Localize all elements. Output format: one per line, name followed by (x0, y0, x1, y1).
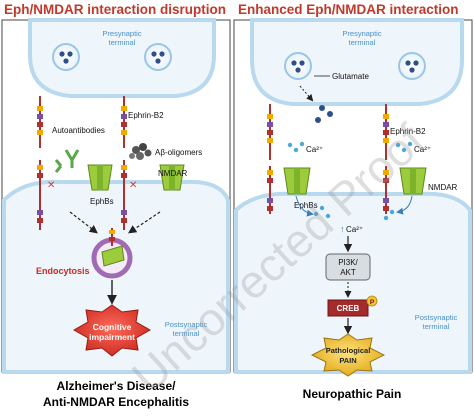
left-presynaptic-label-1: Presynaptic (102, 29, 141, 38)
right-ephb-receptor-1 (267, 166, 273, 214)
left-panel-title: Eph/NMDAR interaction disruption (4, 2, 226, 17)
disruption-x-icon-2: ✕ (129, 180, 137, 191)
right-panel: Enhanced Eph/NMDAR interaction Presynapt… (233, 2, 473, 401)
right-ephrin-b2-1 (267, 104, 273, 160)
pathological-pain-burst (310, 333, 386, 377)
ca-influx-label: Ca²⁺ (346, 225, 363, 234)
cognitive-impairment-line-1: Cognitive (93, 322, 132, 332)
pi3k-label-2: AKT (340, 268, 356, 277)
left-panel: Eph/NMDAR interaction disruption Presyna… (1, 2, 231, 409)
left-nmdar-channel-1 (87, 164, 113, 191)
right-postsynaptic-label-2: terminal (423, 322, 450, 331)
right-nmdar-channel-2 (399, 167, 427, 195)
left-postsynaptic-label-1: Postsynaptic (165, 320, 208, 329)
glutamate-label: Glutamate (332, 72, 369, 81)
right-ephrin-b2-2 (383, 104, 389, 160)
right-nmdar-label: NMDAR (428, 183, 458, 192)
calcium-ions-inside (313, 205, 395, 221)
left-ephb-receptor-1 (37, 160, 43, 230)
calcium-ions-left (287, 141, 305, 153)
pathological-pain-line-1: Pathological (326, 346, 371, 355)
endocytosis-vesicle-icon (91, 228, 133, 279)
creb-box (327, 299, 369, 317)
glutamate-molecules (315, 105, 333, 123)
pathological-pain-line-2: PAIN (339, 356, 356, 365)
right-ephrin-b2-label: Ephrin-B2 (390, 127, 426, 136)
left-presynaptic-label-2: terminal (109, 38, 136, 47)
autoantibody-icon (54, 149, 80, 173)
phospho-badge (366, 295, 378, 307)
ca-influx-arrow-icon: ↑ (340, 224, 345, 234)
left-presynaptic-terminal (28, 18, 216, 98)
left-dotted-arrow-2 (128, 211, 161, 234)
left-caption-line-1: Alzheimer's Disease/ (57, 379, 177, 393)
left-dotted-arrow-1 (69, 211, 98, 234)
left-ephrin-b2-2 (121, 96, 127, 148)
pi3k-label-1: PI3K/ (338, 258, 358, 267)
right-ephbs-label: EphBs (294, 201, 318, 210)
calcium-ions-right (395, 141, 413, 153)
autoantibodies-label: Autoantibodies (52, 126, 105, 135)
right-vesicle-1 (284, 52, 312, 80)
right-nmdar-channel-1 (283, 167, 311, 195)
right-presynaptic-label-2: terminal (349, 38, 376, 47)
right-postsynaptic-label-1: Postsynaptic (415, 313, 458, 322)
ca-influx-arrow-2 (396, 195, 413, 215)
pi3k-akt-box (325, 253, 371, 281)
ca-left-label: Ca²⁺ (306, 145, 323, 154)
left-vesicle-2 (144, 43, 172, 71)
glutamate-release-arrow (299, 85, 314, 102)
left-ephbs-label: EphBs (90, 197, 114, 206)
ca-right-label: Ca²⁺ (414, 145, 431, 154)
phospho-badge-label: P (370, 299, 375, 306)
right-presynaptic-label-1: Presynaptic (342, 29, 381, 38)
endocytosis-label: Endocytosis (36, 266, 90, 276)
left-nmdar-channel-2 (159, 164, 185, 191)
creb-label: CREB (337, 304, 360, 313)
right-ephb-receptor-2 (383, 166, 389, 214)
left-ephrin-b2-label: Ephrin-B2 (128, 111, 164, 120)
left-ephb-receptor-2 (121, 160, 127, 230)
left-nmdar-label: NMDAR (158, 169, 188, 178)
right-vesicle-2 (398, 52, 426, 80)
cognitive-impairment-line-2: impairment (89, 332, 135, 342)
ca-influx-arrow-1 (295, 195, 314, 217)
right-caption: Neuropathic Pain (303, 387, 402, 401)
right-presynaptic-terminal (250, 18, 464, 106)
left-caption-line-2: Anti-NMDAR Encephalitis (43, 395, 189, 409)
disruption-x-icon-1: ✕ (47, 180, 55, 191)
left-ephrin-b2-1 (37, 96, 43, 148)
ab-oligomer-icon (129, 143, 152, 160)
left-vesicle-1 (52, 43, 80, 71)
left-postsynaptic-label-2: terminal (173, 329, 200, 338)
ab-oligomers-label: Aβ-oligomers (155, 148, 202, 157)
right-panel-title: Enhanced Eph/NMDAR interaction (238, 2, 459, 17)
cognitive-impairment-burst (72, 304, 152, 357)
